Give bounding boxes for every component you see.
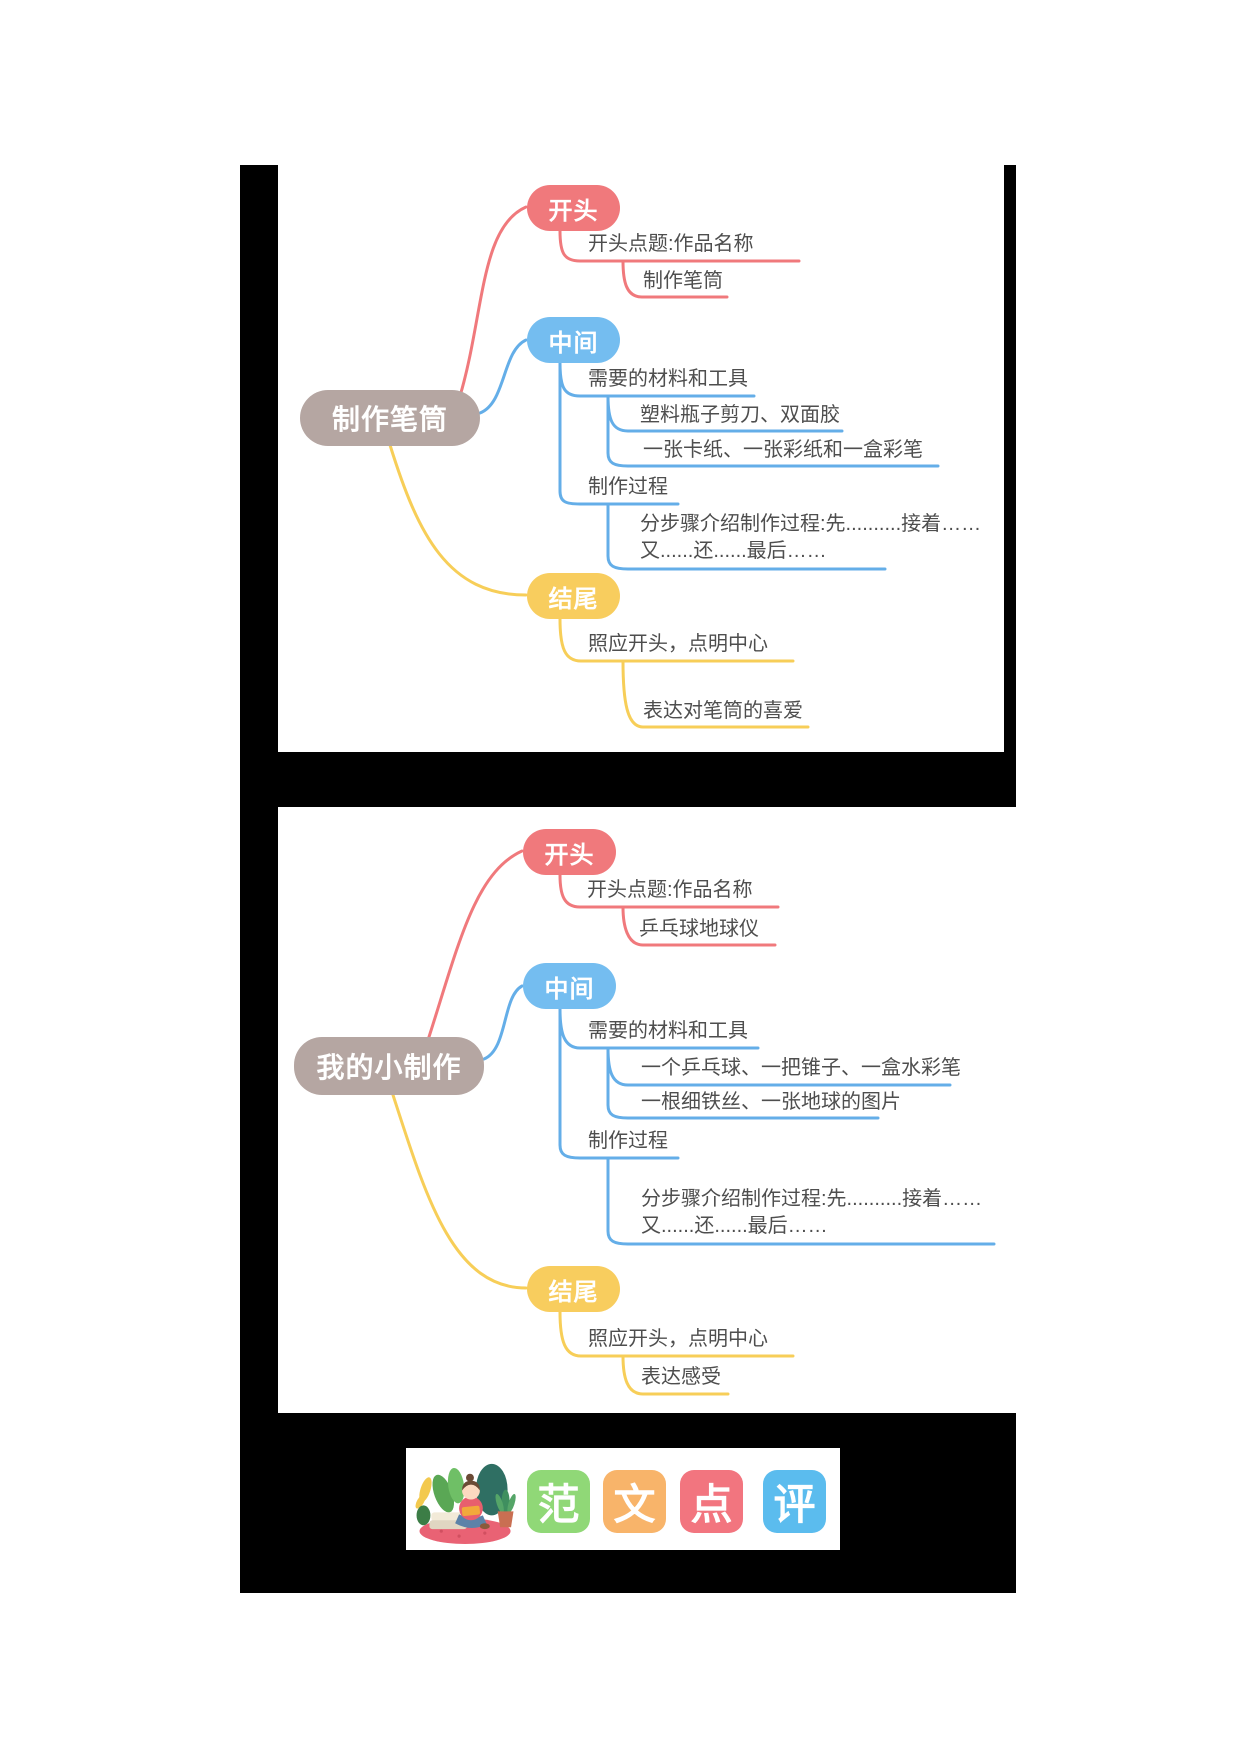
leaf-process-steps: 分步骤介绍制作过程:先..........接着…… 又......还......… (641, 1186, 982, 1240)
logo-tile-ping: 评 (763, 1470, 826, 1533)
leaf-end-feeling: 表达对笔筒的喜爱 (643, 700, 803, 722)
leaf-begin-topic: 开头点题:作品名称 (587, 879, 753, 901)
leaf-process-steps: 分步骤介绍制作过程:先..........接着…… 又......还......… (640, 511, 981, 565)
frame-middle-band (240, 752, 1016, 807)
leaf-materials-2: 一根细铁丝、一张地球的图片 (641, 1091, 901, 1113)
logo-tile-fan: 范 (527, 1470, 590, 1533)
frame-right-bar (1004, 165, 1016, 752)
branch-node-begin: 开头 (527, 185, 620, 231)
frame-bottom-block: 范 文 点 评 (240, 1413, 1016, 1593)
leaf-end-echo: 照应开头，点明中心 (588, 1328, 768, 1350)
leaf-process-steps-line2: 又......还......最后…… (640, 540, 827, 562)
branch-node-middle: 中间 (523, 963, 616, 1009)
leaf-materials-1: 一个乒乓球、一把锥子、一盒水彩笔 (641, 1057, 961, 1079)
logo-banner: 范 文 点 评 (406, 1448, 840, 1550)
mindmap1-connector-lines (388, 205, 940, 729)
yellow-branch-lines (391, 1093, 795, 1396)
blue-branch-lines (478, 338, 940, 571)
leaf-process-header: 制作过程 (588, 1130, 668, 1152)
branch-node-middle: 中间 (527, 317, 620, 363)
leaf-end-echo: 照应开头，点明中心 (588, 633, 768, 655)
mindmap-my-craft: 我的小制作 开头 开头点题:作品名称 乒乓球地球仪 中间 需要的材料和工具 一个… (278, 807, 1016, 1413)
leaf-process-steps-line1: 分步骤介绍制作过程:先..........接着…… (640, 513, 982, 535)
leaf-begin-title: 制作笔筒 (643, 270, 723, 292)
leaf-process-header: 制作过程 (588, 476, 668, 498)
root-node: 我的小制作 (294, 1037, 484, 1095)
branch-node-begin: 开头 (523, 829, 616, 875)
logo-illustration (415, 1463, 516, 1545)
leaf-process-steps-line2: 又......还......最后…… (641, 1215, 828, 1237)
leaf-materials-header: 需要的材料和工具 (588, 1020, 748, 1042)
blue-branch-lines (482, 984, 996, 1246)
leaf-end-feeling: 表达感受 (641, 1366, 721, 1388)
branch-node-end: 结尾 (527, 1266, 620, 1312)
yellow-branch-lines (388, 443, 810, 729)
leaf-process-steps-line1: 分步骤介绍制作过程:先..........接着…… (641, 1188, 983, 1210)
logo-tile-dian: 点 (680, 1470, 743, 1533)
leaf-materials-1: 塑料瓶子剪刀、双面胶 (640, 404, 840, 426)
mindmap2-connector-lines (391, 849, 996, 1396)
leaf-materials-2: 一张卡纸、一张彩纸和一盒彩笔 (643, 439, 923, 461)
red-branch-lines (458, 205, 801, 398)
leaf-begin-title: 乒乓球地球仪 (639, 918, 759, 940)
red-branch-lines (426, 849, 780, 1042)
branch-node-end: 结尾 (527, 573, 620, 619)
mindmap-pen-holder: 制作笔筒 开头 开头点题:作品名称 制作笔筒 中间 需要的材料和工具 塑料瓶子剪… (278, 165, 1004, 752)
leaf-materials-header: 需要的材料和工具 (588, 368, 748, 390)
leaf-begin-topic: 开头点题:作品名称 (588, 233, 754, 255)
logo-tile-wen: 文 (603, 1470, 666, 1533)
root-node: 制作笔筒 (300, 390, 480, 446)
